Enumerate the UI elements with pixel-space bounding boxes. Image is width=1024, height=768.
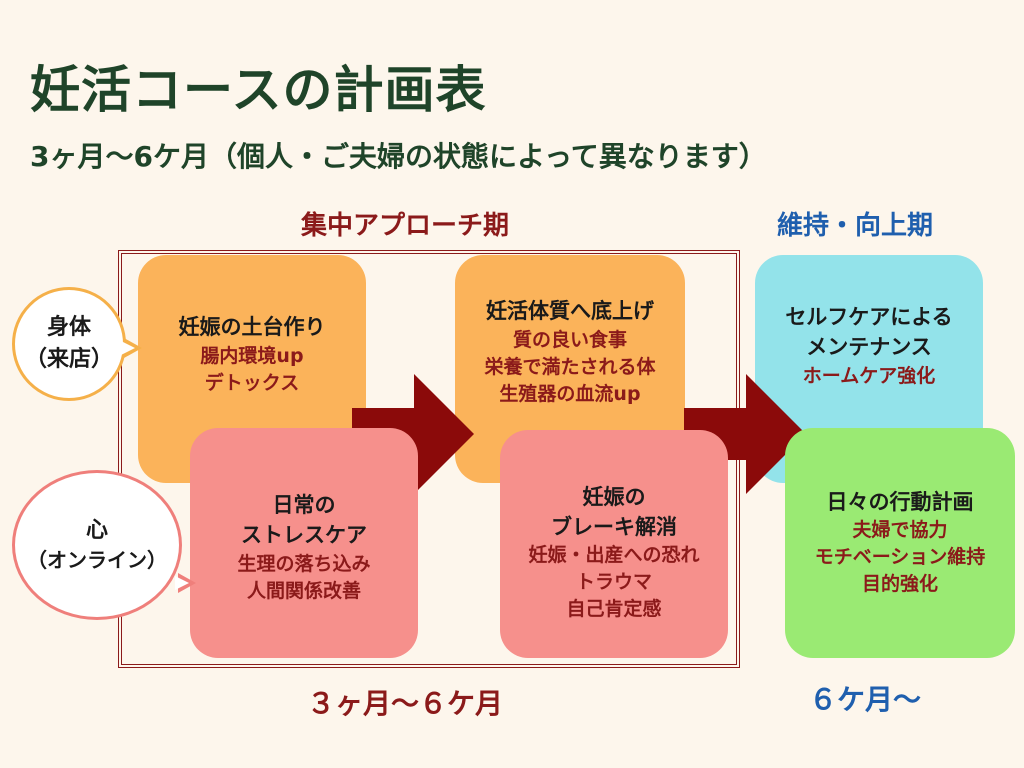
bubble-tail bbox=[121, 341, 135, 355]
duration-label-intensive: ３ヶ月〜６ケ月 bbox=[306, 687, 503, 720]
box-mind-stress-care: 日常の ストレスケア 生理の落ち込み 人間関係改善 bbox=[190, 428, 418, 658]
box-item: 人間関係改善 bbox=[246, 579, 361, 602]
box-item: 栄養で満たされる体 bbox=[484, 355, 656, 378]
bubble-label: 心 bbox=[85, 517, 108, 543]
bubble-sublabel: （来店） bbox=[24, 347, 113, 372]
page-subtitle: 3ヶ月〜6ケ月（個人・ご夫婦の状態によって異なります） bbox=[30, 140, 767, 173]
box-heading: ストレスケア bbox=[241, 523, 367, 548]
duration-label-maintain: ６ケ月〜 bbox=[808, 683, 921, 716]
box-item: 妊娠・出産への恐れ bbox=[528, 544, 700, 567]
box-heading: 妊娠の土台作り bbox=[178, 315, 326, 339]
box-item: 腸内環境up bbox=[200, 344, 304, 367]
box-item: 生殖器の血流up bbox=[499, 382, 641, 405]
arrow-right-icon bbox=[352, 374, 474, 494]
box-item: ホームケア強化 bbox=[802, 364, 936, 387]
speech-bubble-mind: 心 （オンライン） bbox=[12, 470, 182, 620]
box-item: 夫婦で協力 bbox=[852, 519, 948, 542]
box-mind-action-plan: 日々の行動計画 夫婦で協力 モチベーション維持 目的強化 bbox=[785, 428, 1015, 658]
box-item: 自己肯定感 bbox=[566, 598, 662, 621]
phase-label-maintain: 維持・向上期 bbox=[776, 211, 933, 241]
arrow-right-icon bbox=[684, 374, 806, 494]
phase-label-intensive: 集中アプローチ期 bbox=[300, 211, 509, 241]
box-item: モチベーション維持 bbox=[814, 546, 986, 569]
box-heading: ブレーキ解消 bbox=[551, 514, 677, 539]
box-item: 質の良い食事 bbox=[512, 328, 627, 351]
bubble-sublabel: （オンライン） bbox=[27, 548, 167, 573]
box-item: 生理の落ち込み bbox=[237, 552, 371, 575]
box-heading: セルフケアによる bbox=[785, 305, 953, 329]
page-title: 妊活コースの計画表 bbox=[30, 61, 487, 119]
box-item: トラウマ bbox=[575, 571, 652, 594]
bubble-label: 身体 bbox=[46, 315, 91, 341]
box-heading: メンテナンス bbox=[806, 334, 932, 359]
box-heading: 妊娠の bbox=[582, 484, 646, 509]
box-heading: 妊活体質へ底上げ bbox=[486, 299, 654, 323]
box-mind-brake-release: 妊娠の ブレーキ解消 妊娠・出産への恐れ トラウマ 自己肯定感 bbox=[500, 430, 728, 658]
box-heading: 日々の行動計画 bbox=[826, 489, 974, 514]
bubble-tail bbox=[175, 576, 189, 590]
box-heading: 日常の bbox=[272, 493, 336, 518]
box-item: デトックス bbox=[204, 371, 300, 394]
speech-bubble-body: 身体 （来店） bbox=[12, 287, 126, 401]
box-item: 目的強化 bbox=[861, 573, 938, 596]
